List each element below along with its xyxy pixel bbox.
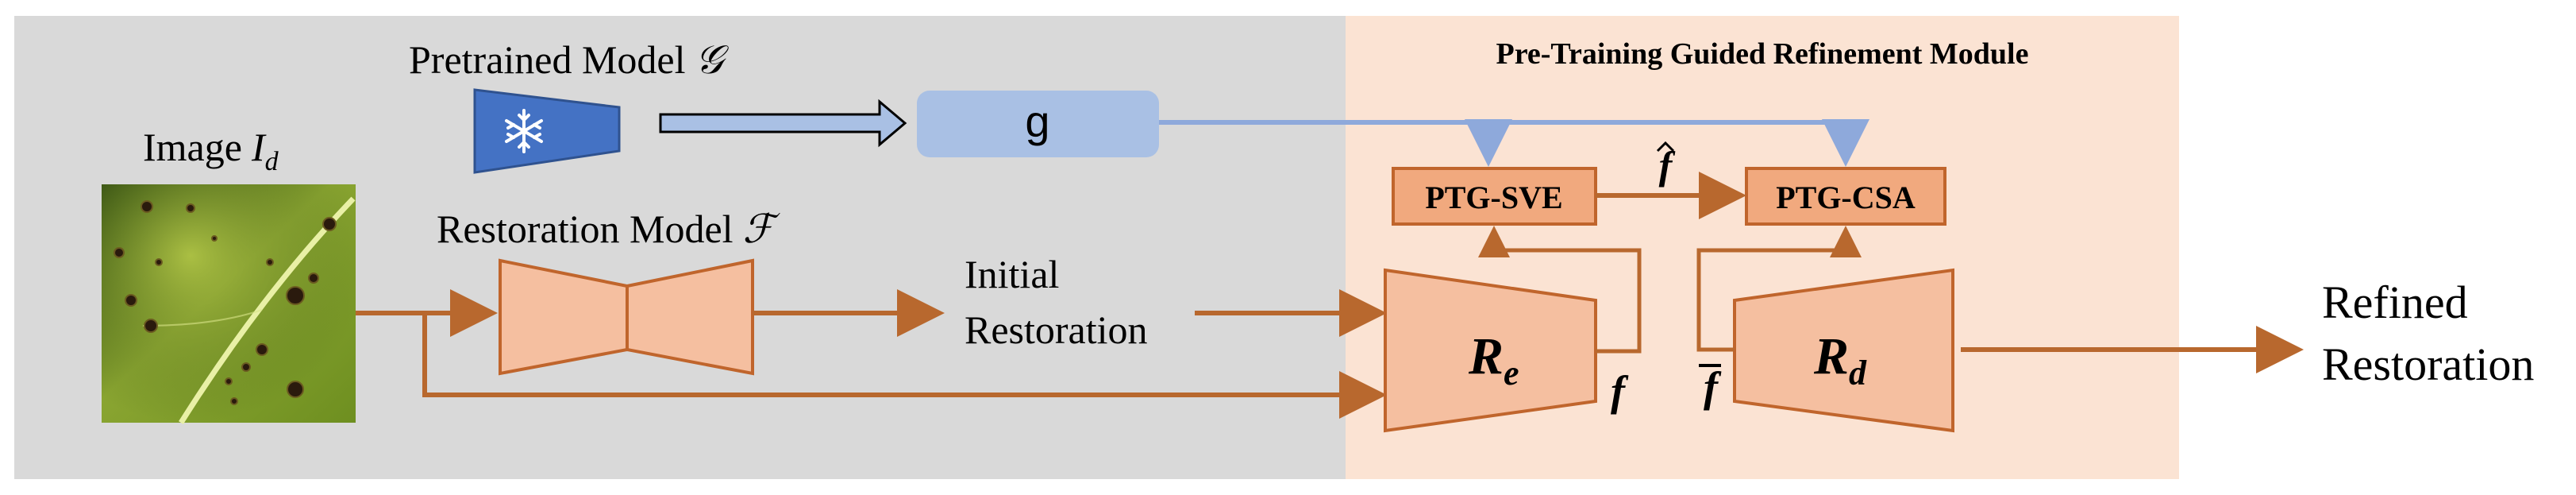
snowflake-icon bbox=[505, 109, 543, 153]
restoration-model-block bbox=[499, 258, 754, 376]
guidance-connector bbox=[1159, 119, 1869, 167]
f-hat-symbol: f bbox=[1656, 141, 1676, 188]
initial-restoration-line2: Restoration bbox=[965, 307, 1148, 352]
initial-restoration-line1: Initial bbox=[965, 252, 1059, 296]
f-bar-symbol: f bbox=[1699, 363, 1722, 411]
decoder-block bbox=[1733, 268, 1954, 433]
refined-restoration-line1: Refined bbox=[2322, 277, 2468, 328]
f-label: f bbox=[1611, 367, 1629, 415]
svg-text:f: f bbox=[1659, 143, 1676, 188]
ptg-sve-label: PTG-SVE bbox=[1425, 180, 1562, 215]
encoder-block bbox=[1384, 268, 1597, 433]
hollow-arrow bbox=[659, 99, 907, 148]
decoder-label: Rd bbox=[1813, 327, 1867, 393]
g-box-label: g bbox=[1025, 96, 1049, 146]
g-box bbox=[917, 91, 1159, 157]
svg-text:f: f bbox=[1704, 363, 1722, 411]
main-flow-arrows bbox=[356, 289, 1387, 419]
ptg-csa-block bbox=[1745, 167, 1946, 226]
encoder-to-sve-arrow bbox=[1478, 226, 1642, 354]
input-leaf-image bbox=[102, 184, 356, 424]
refined-restoration-line2: Restoration bbox=[2322, 338, 2534, 390]
ptg-csa-label: PTG-CSA bbox=[1776, 180, 1916, 215]
frozen-pretrained-block bbox=[473, 88, 621, 174]
decoder-to-csa-arrow bbox=[1696, 226, 1862, 352]
module-title: Pre-Training Guided Refinement Module bbox=[1496, 37, 2029, 71]
encoder-label: Re bbox=[1468, 327, 1519, 393]
